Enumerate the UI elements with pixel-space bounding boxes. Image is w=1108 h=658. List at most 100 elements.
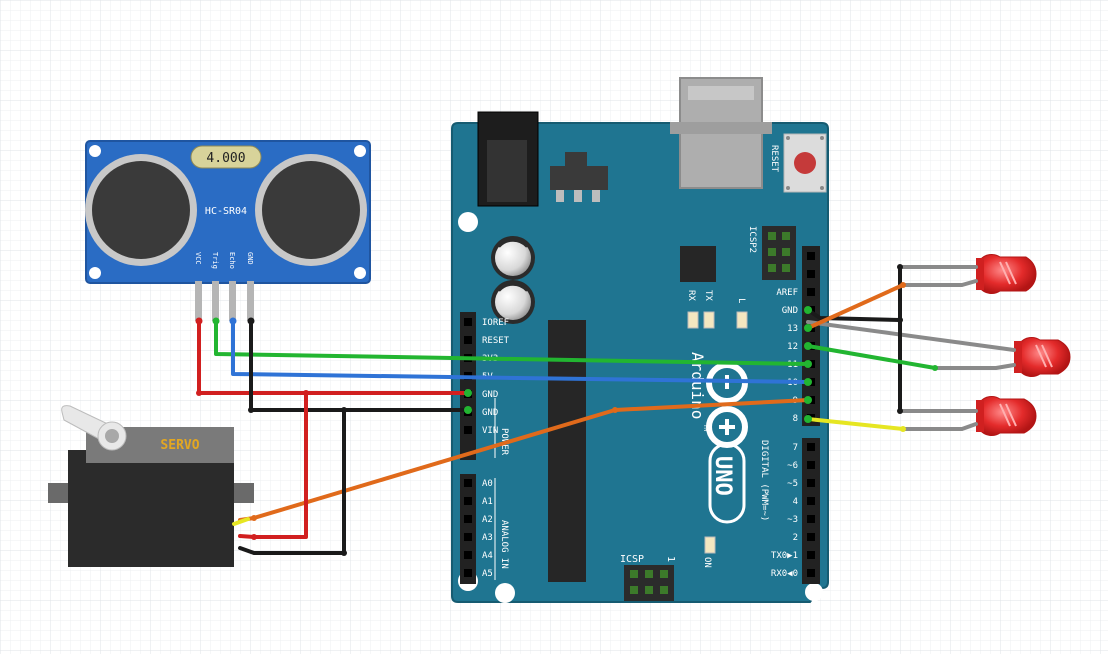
wire-pin13-led1[interactable] (806, 283, 905, 330)
wire-servo-power[interactable] (238, 391, 308, 539)
analog-pin-socket[interactable] (464, 569, 472, 577)
digital-pin-socket[interactable] (807, 569, 815, 577)
trademark-label: TM (702, 424, 709, 432)
wire-pin12-led2[interactable] (806, 344, 937, 370)
regulator-leg (592, 190, 600, 202)
led-1[interactable] (976, 253, 1037, 295)
transducer-right (255, 154, 367, 266)
digital-pin-label: ~6 (787, 461, 798, 471)
digital-pin-socket[interactable] (807, 461, 815, 469)
digital-pin-socket[interactable] (807, 270, 815, 278)
digital-pin-label: 13 (787, 324, 798, 334)
wire-trig-pin11[interactable] (214, 319, 810, 366)
analog-pin-socket[interactable] (464, 515, 472, 523)
power-jack-inner (487, 140, 527, 202)
analog-pin-label: A2 (482, 515, 493, 525)
digital-pin-label: 7 (793, 443, 798, 453)
sensor-mount-hole (89, 267, 101, 279)
wire-echo-pin10[interactable] (231, 319, 810, 384)
power-pin-socket[interactable] (464, 336, 472, 344)
mount-hole (458, 212, 478, 232)
sensor-pin-label: GND (246, 252, 254, 265)
wire-servo-ground[interactable] (238, 408, 346, 555)
regulator-leg (556, 190, 564, 202)
sensor-mount-hole (354, 145, 366, 157)
power-pin-label: GND (482, 390, 498, 400)
power-pin-label: VIN (482, 426, 498, 436)
digital-pin-socket[interactable] (807, 533, 815, 541)
digital-pin-socket[interactable] (807, 497, 815, 505)
regulator-leg (574, 190, 582, 202)
power-pin-label: GND (482, 408, 498, 418)
power-pin-socket[interactable] (464, 318, 472, 326)
digital-pin-socket[interactable] (807, 443, 815, 451)
icsp2-pin (782, 248, 790, 256)
wire-servo-lead-yellow (232, 517, 250, 526)
wire-led1-cathode-leg[interactable] (901, 279, 978, 287)
led-3[interactable] (976, 395, 1037, 437)
servo-label: SERVO (160, 438, 199, 453)
analog-label: ANALOG IN (499, 520, 509, 569)
icsp2-label: ICSP2 (747, 226, 757, 253)
mount-hole (805, 583, 823, 601)
sensor-pin-label: Trig (211, 252, 219, 269)
analog-pin-socket[interactable] (464, 533, 472, 541)
uno-badge (708, 442, 746, 524)
analog-pin-socket[interactable] (464, 497, 472, 505)
sensor-model-label: HC-SR04 (205, 206, 247, 217)
icsp-pin (630, 586, 638, 594)
digital-pin-label: 8 (793, 414, 798, 424)
digital-pin-label: ~3 (787, 515, 798, 525)
l-led (736, 311, 748, 329)
led-2[interactable] (1014, 336, 1071, 378)
icsp-pin1-label: 1 (665, 556, 676, 562)
icsp-pin (645, 586, 653, 594)
analog-pin-socket[interactable] (464, 551, 472, 559)
icsp-pin (660, 570, 668, 578)
digital-pin-label: 4 (793, 497, 798, 507)
digital-pin-label: AREF (776, 288, 798, 298)
wire-gnd-to-led[interactable] (806, 308, 902, 322)
digital-pin-label: RX0◀0 (771, 569, 798, 579)
servo-motor[interactable]: SERVO (48, 405, 254, 567)
analog-pin-label: A3 (482, 533, 493, 543)
digital-pin-socket[interactable] (807, 515, 815, 523)
digital-label: DIGITAL (PWM=~) (759, 440, 769, 521)
digital-pin-socket[interactable] (807, 288, 815, 296)
arduino-board[interactable]: RESET ICSP2 RX TX L Arduino TM UNO ON IC… (451, 77, 829, 603)
power-pin-socket[interactable] (464, 426, 472, 434)
digital-pin-socket[interactable] (807, 479, 815, 487)
icsp2-pin (782, 232, 790, 240)
wire-led2-cathode-leg[interactable] (933, 363, 1016, 370)
digital-pin-label: TX0▶1 (771, 551, 798, 561)
icsp2-pin (768, 264, 776, 272)
reset-button[interactable] (783, 133, 827, 193)
icsp-pin (645, 570, 653, 578)
tx-label: TX (703, 290, 713, 301)
digital-pin-label: GND (782, 306, 798, 316)
usb-chip (680, 246, 716, 282)
analog-pin-label: A4 (482, 551, 493, 561)
servo-body (68, 450, 234, 567)
digital-pin-socket[interactable] (807, 551, 815, 559)
digital-pin-socket[interactable] (807, 252, 815, 260)
on-led (704, 536, 716, 554)
digital-pin-label: ~5 (787, 479, 798, 489)
digital-pin-label: 2 (793, 533, 798, 543)
wire-pin8-led3[interactable] (806, 417, 905, 431)
digital-pin-label: 12 (787, 342, 798, 352)
transducer-left (85, 154, 197, 266)
analog-pin-socket[interactable] (464, 479, 472, 487)
wire-led2-anode-leg[interactable] (806, 320, 1016, 352)
capacitor (491, 280, 535, 324)
icsp-label: ICSP (620, 554, 644, 565)
on-label: ON (702, 557, 712, 568)
wire-led3-cathode-leg[interactable] (901, 422, 978, 431)
icsp-pin (630, 570, 638, 578)
power-pin-label: RESET (482, 336, 510, 346)
capacitor (491, 236, 535, 280)
analog-header (460, 474, 476, 584)
usb-connector-lip (670, 122, 772, 134)
sensor-mount-hole (354, 267, 366, 279)
